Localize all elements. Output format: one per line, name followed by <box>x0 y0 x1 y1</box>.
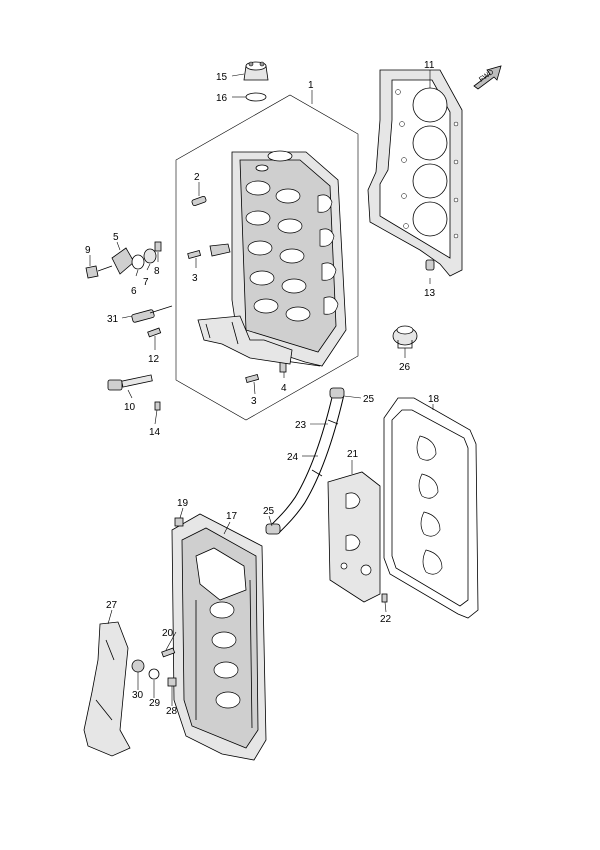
part-label-9: 9 <box>85 245 91 256</box>
part-label-3a: 3 <box>192 273 198 284</box>
part-label-14: 14 <box>149 427 161 438</box>
cover-gasket <box>383 397 479 619</box>
part-label-18: 18 <box>428 394 440 405</box>
part-label-13: 13 <box>424 288 436 299</box>
screw-22 <box>381 593 388 603</box>
breather-hose <box>265 387 345 535</box>
part-label-6: 6 <box>131 286 137 297</box>
part-label-28: 28 <box>166 706 178 717</box>
part-label-22: 22 <box>380 614 392 625</box>
part-label-25b: 25 <box>263 506 275 517</box>
bolt-12 <box>147 327 162 338</box>
part-label-31: 31 <box>107 314 119 325</box>
part-label-29: 29 <box>149 698 161 709</box>
part-labels: 1 2 3 3 4 5 6 7 8 9 10 11 12 13 14 15 16… <box>85 60 440 717</box>
grommet-set <box>131 659 177 687</box>
part-label-21: 21 <box>347 449 359 460</box>
part-label-11: 11 <box>424 60 435 71</box>
stud-14 <box>154 401 161 411</box>
part-label-2: 2 <box>194 172 200 183</box>
part-label-3b: 3 <box>251 396 257 407</box>
bolt-set <box>187 243 287 383</box>
part-label-5: 5 <box>113 232 119 243</box>
part-label-12: 12 <box>148 354 160 365</box>
part-label-26: 26 <box>399 362 411 373</box>
part-label-25a: 25 <box>363 394 375 405</box>
bolt-20 <box>161 647 176 658</box>
leader-lines <box>89 70 434 706</box>
thermostat-bracket <box>85 241 162 279</box>
part-label-15: 15 <box>216 72 228 83</box>
rubber-grommet <box>392 325 418 349</box>
part-label-7: 7 <box>143 277 149 288</box>
side-cover <box>83 621 131 757</box>
part-label-19: 19 <box>177 498 189 509</box>
long-bolt <box>107 374 153 391</box>
pin <box>191 195 207 207</box>
part-label-8: 8 <box>154 266 160 277</box>
part-label-1: 1 <box>308 80 314 91</box>
temperature-sensor <box>131 305 173 323</box>
part-label-16: 16 <box>216 93 228 104</box>
head-cover <box>171 513 267 761</box>
part-label-10: 10 <box>124 402 136 413</box>
cylinder-head-group-outline <box>175 94 359 421</box>
fwd-arrow-icon: FWD <box>473 65 502 90</box>
o-ring <box>245 92 267 102</box>
head-gasket <box>367 69 463 277</box>
filler-cap <box>243 61 269 81</box>
part-label-27: 27 <box>106 600 118 611</box>
cylinder-head <box>231 150 347 367</box>
part-label-30: 30 <box>132 690 144 701</box>
separator-plate <box>327 471 381 603</box>
part-label-4: 4 <box>281 383 287 394</box>
part-label-24: 24 <box>287 452 299 463</box>
bolt-19 <box>174 517 184 527</box>
part-label-23: 23 <box>295 420 307 431</box>
part-label-20: 20 <box>162 628 174 639</box>
cam-holder <box>197 315 293 365</box>
dowel-pin <box>425 259 435 271</box>
part-label-17: 17 <box>226 511 238 522</box>
